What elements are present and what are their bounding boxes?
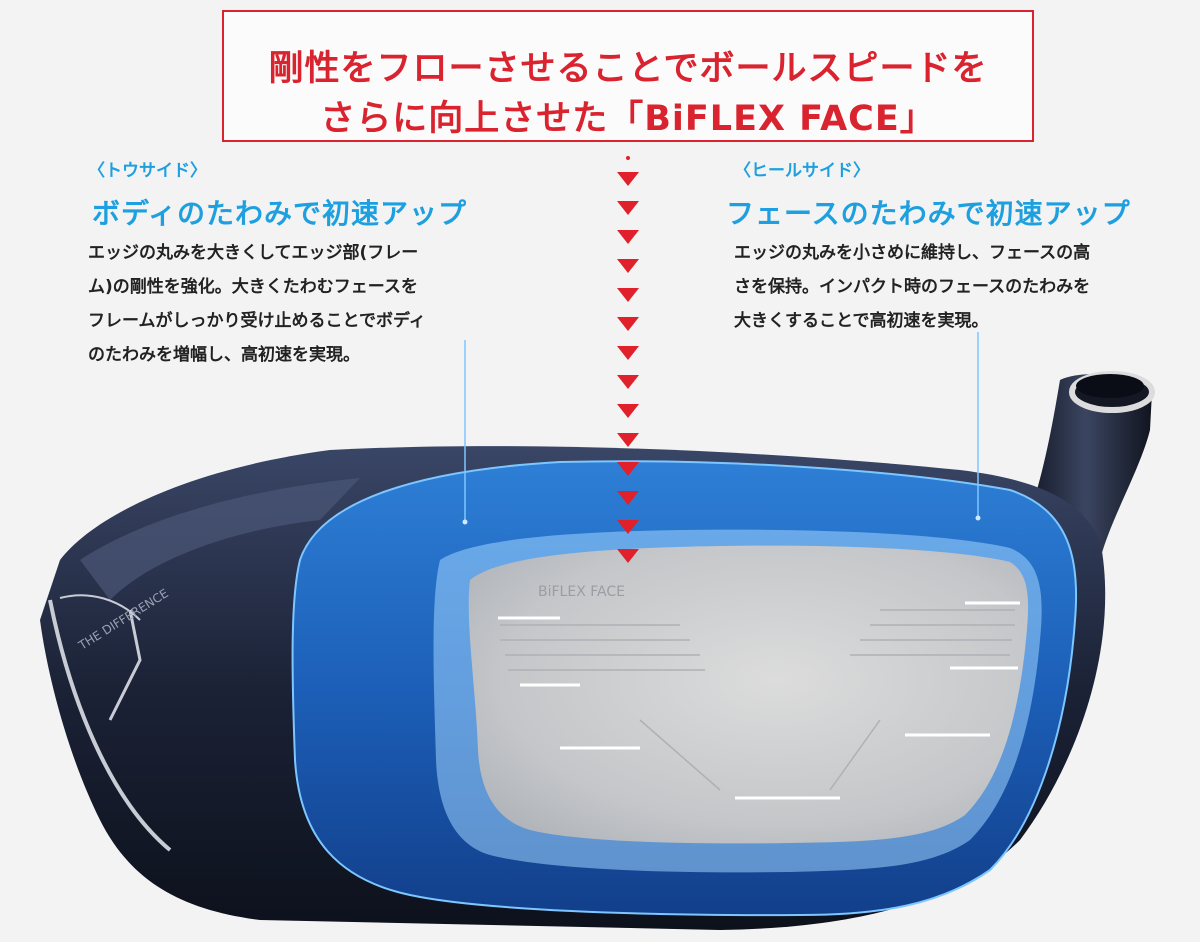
toe-title: ボディのたわみで初速アップ	[92, 197, 468, 230]
toe-line-4: のたわみを増幅し、高初速を実現。	[88, 345, 360, 365]
crown-highlight	[80, 478, 360, 600]
down-arrow-icon	[617, 346, 639, 360]
heel-line-3: 大きくすることで高初速を実現。	[734, 311, 989, 331]
down-arrow-icon	[617, 375, 639, 389]
heel-title: フェースのたわみで初速アップ	[726, 197, 1131, 230]
down-arrow-icon	[617, 404, 639, 418]
down-arrow-icon	[617, 520, 639, 534]
down-arrow-icon	[617, 491, 639, 505]
down-arrow-icon	[617, 201, 639, 215]
heel-tag: 〈ヒールサイド〉	[734, 161, 870, 181]
toe-line-2: ム)の剛性を強化。大きくたわむフェースを	[88, 277, 418, 297]
down-arrow-icon	[617, 259, 639, 273]
headline-line-2: さらに向上させた「BiFLEX FACE」	[320, 99, 936, 139]
down-arrow-icon	[617, 549, 639, 563]
heel-line-1: エッジの丸みを小さめに維持し、フェースの高	[734, 243, 1091, 263]
down-arrow-icon	[617, 230, 639, 244]
flow-arrows	[617, 156, 639, 563]
arrow-start-dot	[626, 156, 630, 160]
face-print: BiFLEX FACE	[538, 584, 625, 600]
toe-line-1: エッジの丸みを大きくしてエッジ部(フレー	[88, 243, 419, 263]
headline-line-1: 剛性をフローさせることでボールスピードを	[268, 49, 988, 89]
face-grooves	[500, 609, 1015, 791]
down-arrow-icon	[617, 288, 639, 302]
down-arrow-icon	[617, 172, 639, 186]
sole-trim	[48, 599, 172, 852]
toe-line-3: フレームがしっかり受け止めることでボディ	[88, 311, 426, 331]
face-score-lines	[498, 601, 1020, 800]
toe-tag: 〈トウサイド〉	[88, 161, 207, 181]
face-plate	[468, 545, 1029, 844]
heel-line-2: さを保持。インパクト時のフェースのたわみを	[734, 277, 1091, 297]
headline-box: 剛性をフローさせることでボールスピードを さらに向上させた「BiFLEX FAC…	[222, 10, 1034, 142]
down-arrow-icon	[617, 462, 639, 476]
down-arrow-icon	[617, 433, 639, 447]
down-arrow-icon	[617, 317, 639, 331]
